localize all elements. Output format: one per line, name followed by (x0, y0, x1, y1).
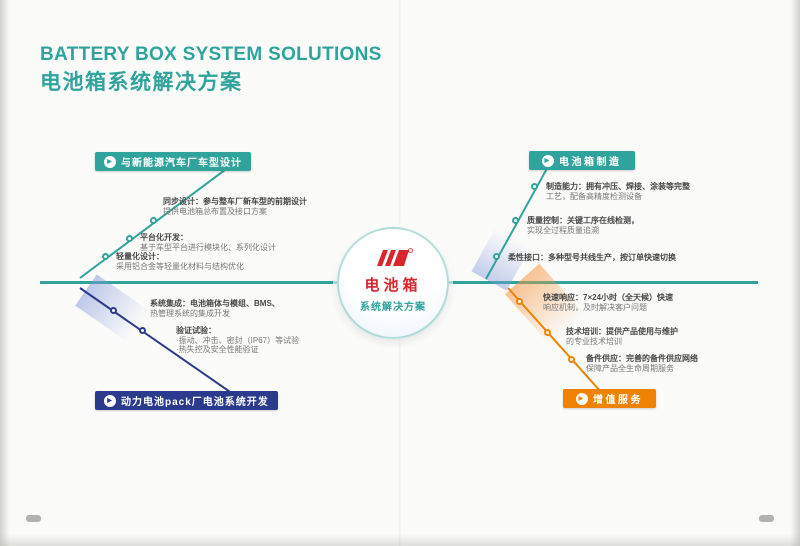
page-edge-left (0, 0, 10, 546)
note-line: ·振动、冲击、密封（IP67）等试验 (176, 335, 300, 345)
note-block: 同步设计：参与整车厂新车型的前期设计 提供电池箱总布置及接口方案 (163, 197, 307, 216)
branch-label-top-left: ▶ 与新能源汽车厂车型设计 (95, 152, 251, 171)
arrow-circle-icon: ▶ (104, 394, 116, 407)
note-line: 技术培训：提供产品使用与维护 (566, 327, 678, 336)
page-edge-bottom (0, 534, 800, 546)
note-line: 实现全过程质量追溯 (527, 225, 599, 235)
page-marker-right (759, 515, 774, 522)
note-line: 平台化开发： (140, 233, 188, 242)
note-line: 基于车型平台进行模块化、系列化设计 (140, 242, 276, 252)
note-line: 质量控制：关键工序在线检测， (527, 216, 639, 225)
note-line: 热管理系统的集成开发 (150, 308, 230, 318)
branch-dot (568, 356, 575, 363)
note-line: 提供电池箱总布置及接口方案 (163, 206, 267, 216)
note-line: 制造能力：拥有冲压、焊接、涂装等完整 (546, 182, 690, 191)
center-circle: 电池箱 系统解决方案 (337, 227, 449, 339)
branch-dot (102, 253, 109, 260)
note-line: 同步设计：参与整车厂新车型的前期设计 (163, 197, 307, 206)
note-line: 工艺，配备高精度检测设备 (546, 191, 642, 201)
arrow-circle-icon: ▶ (542, 154, 554, 167)
arrow-circle-icon: ▶ (576, 392, 588, 405)
branch-dot (512, 217, 519, 224)
center-title: 电池箱 (364, 277, 422, 294)
page-marker-left (26, 515, 41, 522)
note-block: 轻量化设计： 采用铝合金等轻量化材料与结构优化 (116, 252, 244, 271)
branch-dot (150, 217, 157, 224)
branch-dot (516, 298, 523, 305)
note-block: 平台化开发： 基于车型平台进行模块化、系列化设计 (140, 233, 276, 252)
note-line: 备件供应：完善的备件供应网络 (586, 354, 698, 363)
note-block: 柔性接口：多种型号共线生产，按订单快速切换 (508, 253, 676, 263)
note-line: 保障产品全生命周期服务 (586, 363, 674, 373)
note-line: 系统集成：电池箱体与模组、BMS、 (150, 299, 280, 308)
page-title-cn: 电池箱系统解决方案 (40, 71, 243, 94)
branch-label-top-right: ▶ 电池箱制造 (529, 151, 635, 170)
branch-label-text: 增值服务 (593, 395, 643, 406)
branch-label-bottom-left: ▶ 动力电池pack厂电池系统开发 (95, 391, 278, 410)
branch-dot (531, 183, 538, 190)
center-subtitle: 系统解决方案 (360, 302, 426, 313)
note-block: 快速响应：7×24小时（全天候）快速 响应机制，及时解决客户问题 (543, 293, 673, 312)
page-edge-right (790, 0, 800, 546)
note-line: 采用铝合金等轻量化材料与结构优化 (116, 261, 244, 271)
branch-dot (493, 253, 500, 260)
page-title-en: BATTERY BOX SYSTEM SOLUTIONS (40, 44, 382, 65)
arrow-circle-icon: ▶ (104, 155, 116, 168)
note-block: 备件供应：完善的备件供应网络 保障产品全生命周期服务 (586, 354, 698, 373)
note-line: ·热失控及安全性能验证 (176, 345, 259, 354)
note-block: 验证试验： ·振动、冲击、密封（IP67）等试验 ·热失控及安全性能验证 (176, 326, 299, 355)
branch-label-text: 动力电池pack厂电池系统开发 (121, 397, 269, 408)
branch-label-text: 电池箱制造 (559, 157, 622, 168)
branch-label-text: 与新能源汽车厂车型设计 (121, 158, 242, 169)
branch-dot (110, 307, 117, 314)
note-block: 技术培训：提供产品使用与维护 的专业技术培训 (566, 327, 678, 346)
note-block: 系统集成：电池箱体与模组、BMS、 热管理系统的集成开发 (150, 299, 280, 318)
note-line: 的专业技术培训 (566, 336, 622, 346)
note-line: 快速响应：7×24小时（全天候）快速 (543, 293, 674, 302)
note-block: 质量控制：关键工序在线检测， 实现全过程质量追溯 (527, 216, 639, 235)
note-line: 验证试验： (176, 326, 216, 335)
note-line: 柔性接口：多种型号共线生产，按订单快速切换 (508, 253, 676, 262)
branch-dot (544, 329, 551, 336)
note-block: 制造能力：拥有冲压、焊接、涂装等完整 工艺，配备高精度检测设备 (546, 182, 690, 201)
branch-label-bottom-right: ▶ 增值服务 (563, 389, 656, 408)
brand-logo-icon (377, 248, 413, 266)
note-line: 轻量化设计： (116, 252, 164, 261)
note-line: 响应机制，及时解决客户问题 (543, 302, 647, 312)
branch-dot (126, 235, 133, 242)
branch-dot (139, 327, 146, 334)
